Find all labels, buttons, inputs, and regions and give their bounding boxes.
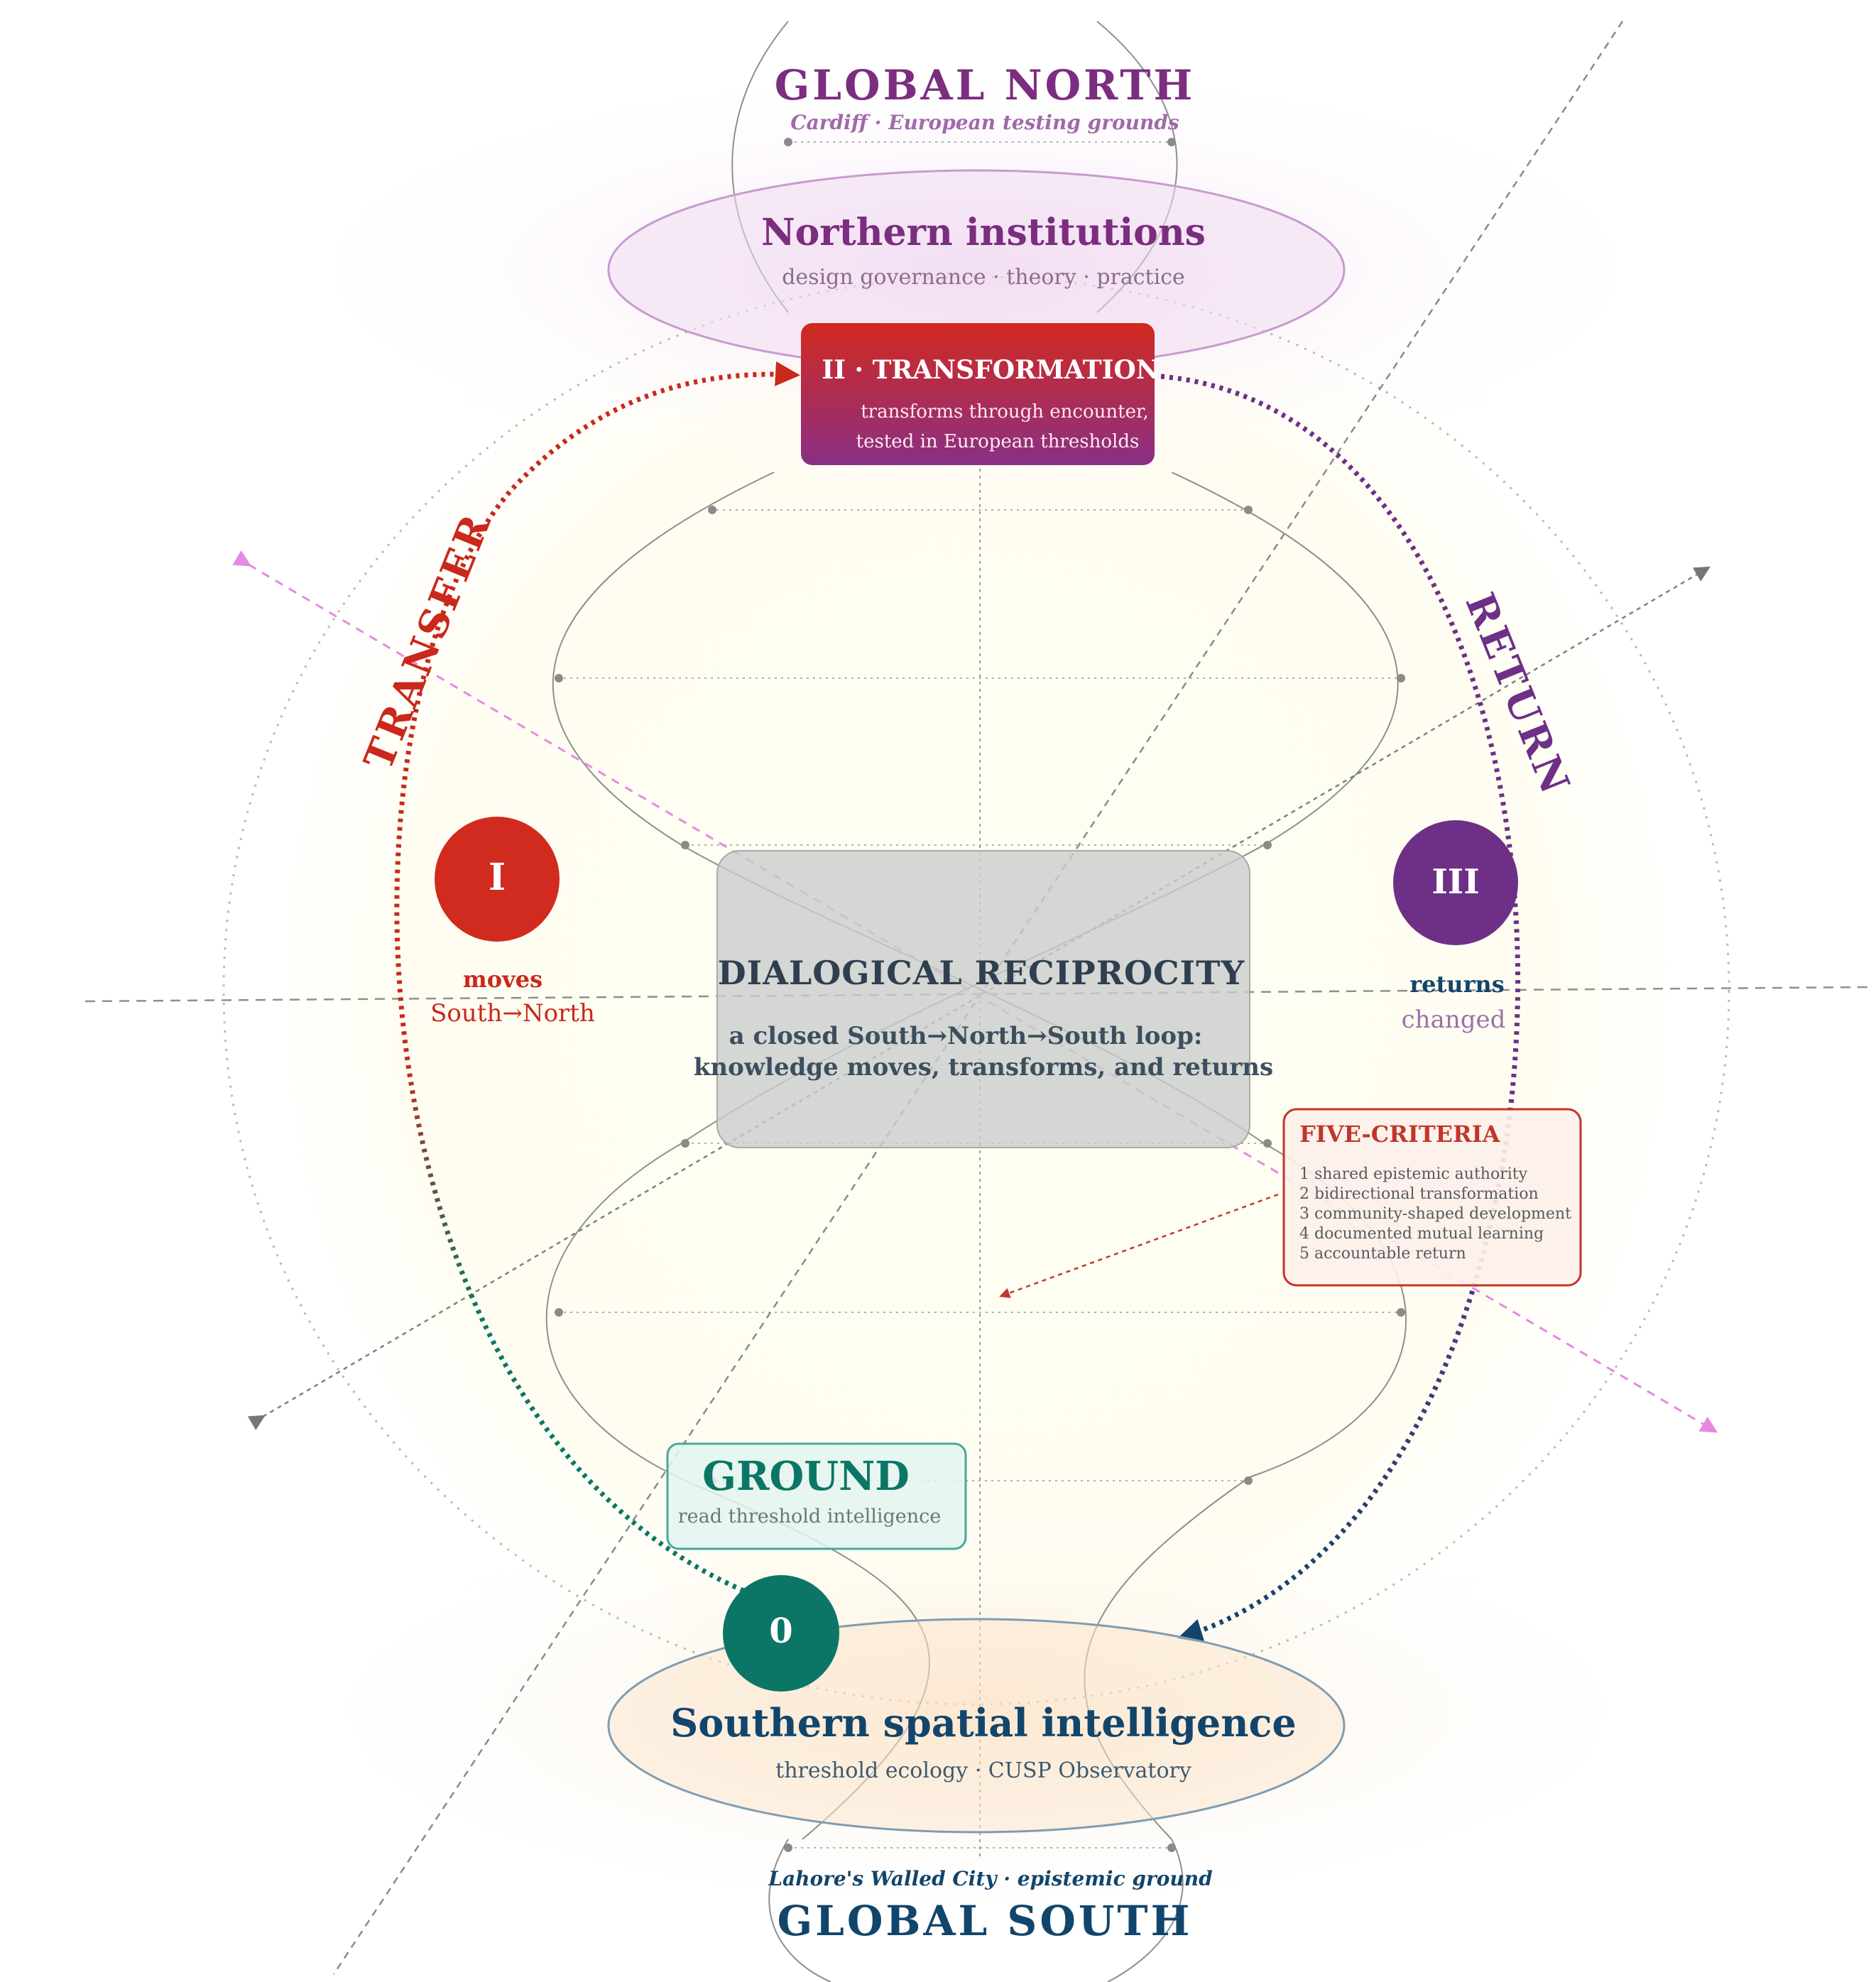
stage-one-sublabel: South→North bbox=[430, 999, 595, 1028]
stage-zero-circle bbox=[723, 1575, 839, 1692]
transformation-title: II · TRANSFORMATION bbox=[822, 355, 1159, 385]
stage-three-sublabel: changed bbox=[1402, 1006, 1506, 1034]
criteria-item: 3 community-shaped development bbox=[1299, 1205, 1571, 1223]
southern-intelligence-subtitle: threshold ecology · CUSP Observatory bbox=[775, 1758, 1191, 1783]
criteria-item: 4 documented mutual learning bbox=[1299, 1225, 1544, 1243]
transfer-arc bbox=[394, 361, 800, 1611]
stage-three-label: returns bbox=[1409, 971, 1504, 998]
criteria-item: 2 bidirectional transformation bbox=[1299, 1185, 1539, 1203]
dialogical-reciprocity-box bbox=[716, 850, 1250, 1148]
transformation-line1: transforms through encounter, bbox=[861, 401, 1149, 423]
stage-three-circle bbox=[1393, 820, 1518, 945]
global-south-title: GLOBAL SOUTH bbox=[778, 1897, 1193, 1945]
global-south-subtitle: Lahore's Walled City · epistemic ground bbox=[768, 1867, 1212, 1890]
criteria-item: 1 shared epistemic authority bbox=[1299, 1165, 1528, 1183]
stage-one-numeral: I bbox=[489, 856, 506, 899]
criteria-pointer bbox=[999, 1193, 1279, 1298]
five-criteria-list: 1 shared epistemic authority 2 bidirecti… bbox=[1299, 1165, 1571, 1263]
stage-one-circle bbox=[435, 817, 560, 942]
southern-intelligence-title: Southern spatial intelligence bbox=[670, 1700, 1296, 1746]
stage-one-label: moves bbox=[463, 966, 542, 993]
criteria-item: 5 accountable return bbox=[1299, 1245, 1466, 1263]
northern-institutions-title: Northern institutions bbox=[761, 211, 1206, 254]
stage-zero-numeral: 0 bbox=[769, 1611, 792, 1651]
ground-subtitle: read threshold intelligence bbox=[678, 1505, 942, 1528]
dialogical-reciprocity-title: DIALOGICAL RECIPROCITY bbox=[718, 954, 1245, 992]
global-north-title: GLOBAL NORTH bbox=[775, 61, 1196, 109]
outer-dotted-ring bbox=[222, 276, 1730, 1706]
global-north-subtitle: Cardiff · European testing grounds bbox=[790, 111, 1179, 134]
five-criteria-box bbox=[1282, 1108, 1582, 1287]
dialogical-reciprocity-line1: a closed South→North→South loop: bbox=[729, 1022, 1203, 1050]
ground-title: GROUND bbox=[702, 1453, 910, 1500]
ground-box bbox=[666, 1442, 967, 1550]
stage-three-numeral: III bbox=[1431, 862, 1479, 902]
northern-institutions-subtitle: design governance · theory · practice bbox=[782, 265, 1185, 290]
transformation-line2: tested in European thresholds bbox=[856, 431, 1140, 452]
transformation-box bbox=[801, 323, 1155, 465]
dialogical-reciprocity-line2: knowledge moves, transforms, and returns bbox=[694, 1053, 1273, 1082]
five-criteria-title: FIVE-CRITERIA bbox=[1299, 1121, 1501, 1148]
